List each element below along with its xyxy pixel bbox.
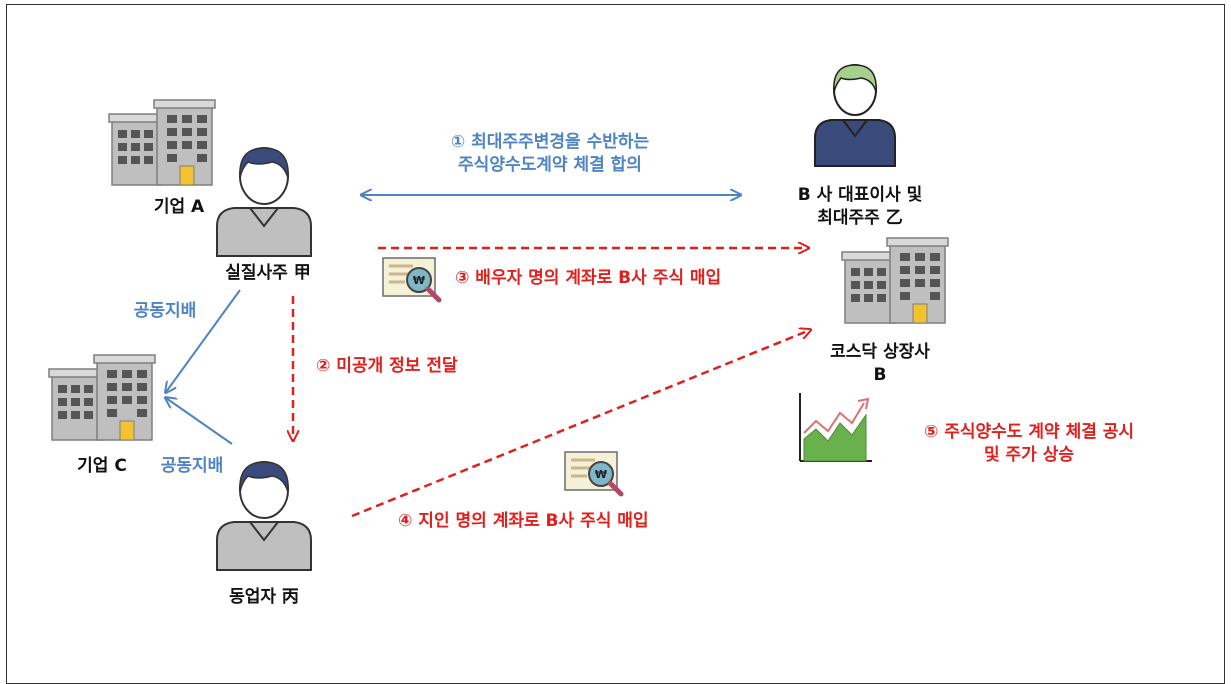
kosdaq-label-line1: 코스닥 상장사 (830, 342, 930, 362)
disclosure-label-line2: 및 주가 상승 (983, 445, 1075, 465)
partner-label: 동업자 丙 (229, 587, 299, 607)
acquaintance-buy-label: ④ 지인 명의 계좌로 B사 주식 매입 (398, 511, 649, 531)
search-document-icon (565, 452, 621, 494)
stock-rise-chart-icon (799, 393, 872, 462)
building-icon (48, 354, 156, 441)
person-icon (216, 461, 312, 571)
disclosure-label-line1: ⑤ 주식양수도 계약 체결 공시 (923, 422, 1135, 442)
ceo-label-line2: 최대주주 乙 (817, 208, 903, 228)
kosdaq-label-line2: B (873, 365, 887, 385)
ceo-label-line1: B 사 대표이사 및 (797, 185, 923, 205)
company-a-label: 기업 A (153, 197, 205, 217)
joint-control-arrow (166, 289, 241, 392)
building-icon (108, 99, 216, 186)
joint-control-arrow (166, 398, 233, 445)
agreement-label-line1: ① 최대주주변경을 수반하는 (450, 132, 650, 152)
spouse-buy-label: ③ 배우자 명의 계좌로 B사 주식 매입 (455, 268, 722, 288)
joint-control-label-1: 공동지배 (133, 301, 197, 321)
info-transfer-label: ② 미공개 정보 전달 (316, 356, 458, 376)
acquaintance-buy-arrow (351, 330, 810, 518)
building-icon (841, 237, 949, 324)
owner-label: 실질사주 甲 (225, 263, 311, 283)
person-icon (814, 64, 896, 167)
search-document-icon (383, 258, 439, 300)
joint-control-label-2: 공동지배 (160, 456, 224, 476)
company-c-label: 기업 C (77, 456, 127, 476)
agreement-label-line2: 주식양수도계약 체결 합의 (458, 155, 642, 175)
